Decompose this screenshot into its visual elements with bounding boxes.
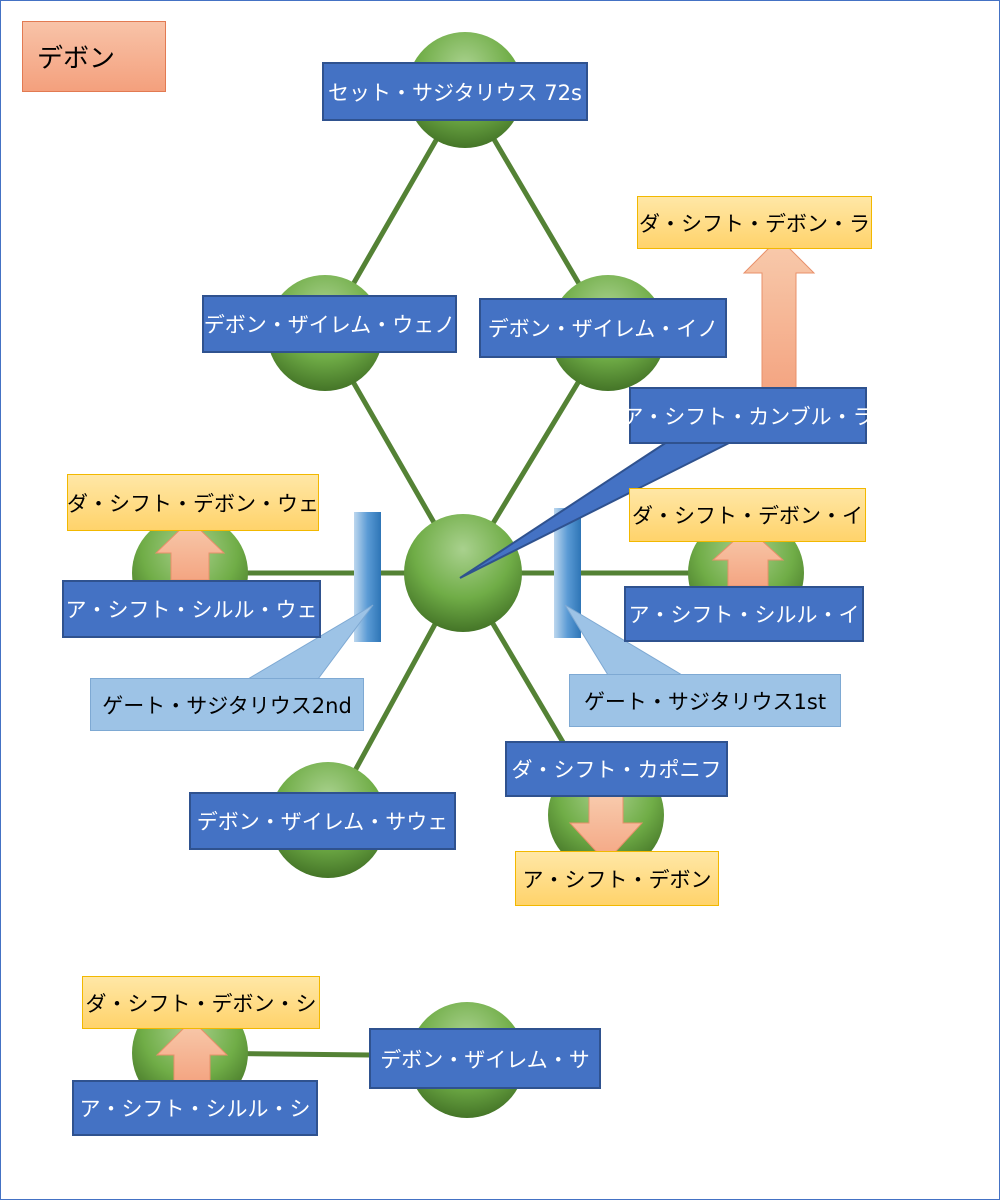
arrow-up-right <box>711 527 785 587</box>
node-label-bottom-standalone: デボン・ザイレム・サ <box>369 1028 601 1089</box>
arrow-down-kaponifu <box>568 793 644 863</box>
shift-label-right: ダ・シフト・デボン・イ <box>629 488 866 542</box>
sphere-center <box>404 514 522 632</box>
callout-gate-1st: ゲート・サジタリウス1st <box>569 674 841 727</box>
node-label-upper-left: デボン・ザイレム・ウェノ <box>202 295 457 353</box>
node-label-left: ア・シフト・シルル・ウェ <box>62 580 321 638</box>
shift-label-top-right: ダ・シフト・デボン・ラ <box>637 196 872 249</box>
node-label-upper-right: デボン・ザイレム・イノ <box>479 298 727 358</box>
shift-label-kaponifu-target: ア・シフト・デボン <box>515 851 719 906</box>
node-label-lower-left: デボン・ザイレム・サウェ <box>189 792 456 850</box>
arrow-up-kanburu <box>742 237 816 389</box>
node-label-lower-right: ダ・シフト・カポニフ <box>505 741 728 797</box>
shift-label-bottom-left: ダ・シフト・デボン・シ <box>82 976 320 1029</box>
arrow-up-bottom-left <box>155 1019 229 1082</box>
callout-kanburu: ア・シフト・カンブル・ラ <box>622 387 874 444</box>
arrow-up-left <box>154 519 226 581</box>
diagram-title: デボン <box>22 21 166 92</box>
callout-gate-2nd: ゲート・サジタリウス2nd <box>90 678 364 731</box>
node-label-bottom-left: ア・シフト・シルル・シ <box>72 1080 318 1136</box>
shift-label-left: ダ・シフト・デボン・ウェ <box>67 474 319 531</box>
node-label-right: ア・シフト・シルル・イ <box>624 586 864 642</box>
node-label-top: セット・サジタリウス 72s <box>322 62 588 121</box>
